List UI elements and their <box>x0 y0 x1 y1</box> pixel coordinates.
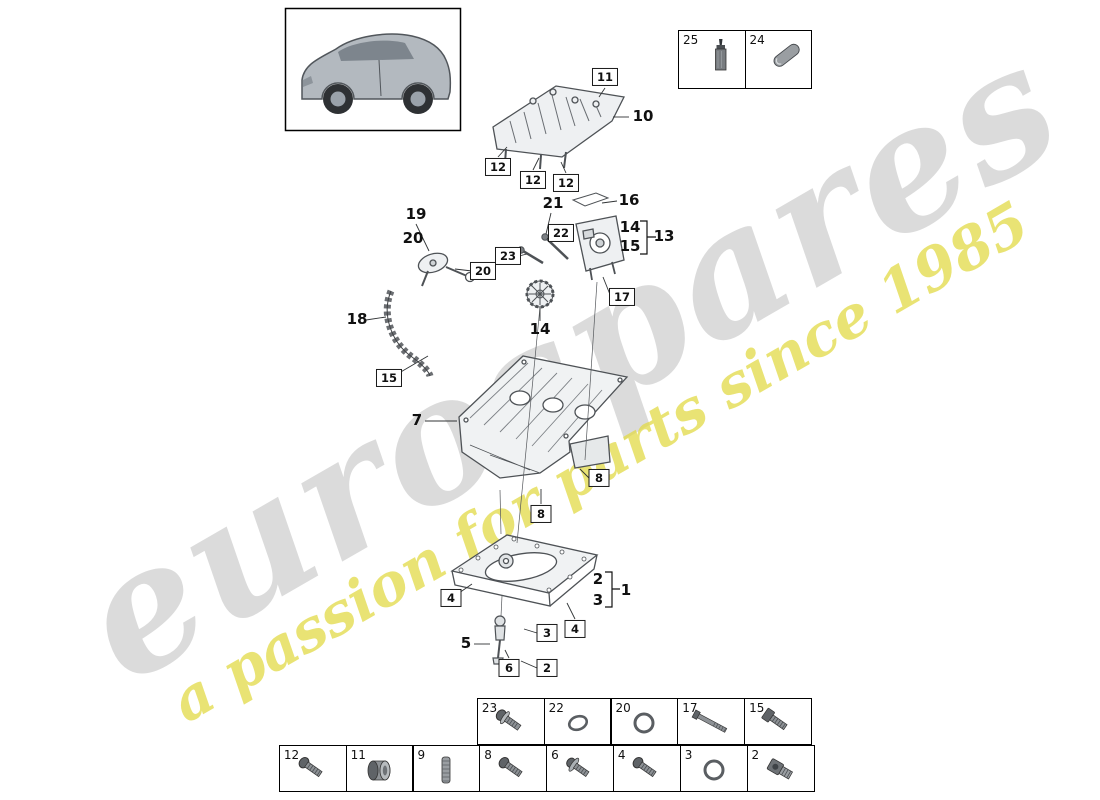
hardware-item-4[interactable]: 4 <box>612 745 681 793</box>
hardware-legend-row-2: 12 11 9 8 6 4 3 2 <box>278 745 815 793</box>
part-number: 24 <box>749 33 765 47</box>
consumable-item-24[interactable]: 24 <box>744 31 812 88</box>
screw-plug-icon <box>761 753 801 793</box>
part-number: 11 <box>350 748 366 762</box>
part-number: 4 <box>617 748 626 762</box>
part-callout-12[interactable]: 12 <box>484 157 512 177</box>
consumables-legend: 25 24 <box>678 30 812 89</box>
part-callout-22[interactable]: 22 <box>547 223 575 243</box>
part-callout-12[interactable]: 12 <box>552 173 580 193</box>
hardware-item-11[interactable]: 11 <box>345 745 414 793</box>
part-callout-4[interactable]: 4 <box>564 619 586 639</box>
part-number: 3 <box>684 748 693 762</box>
part-callout-2[interactable]: 2 <box>592 570 604 589</box>
part-callout-15[interactable]: 15 <box>619 237 641 256</box>
o-ring-icon <box>624 706 664 746</box>
part-callout-19[interactable]: 19 <box>405 205 427 224</box>
part-callout-4[interactable]: 4 <box>440 588 462 608</box>
oil-pump-housing-frame <box>492 85 625 170</box>
part-callout-18[interactable]: 18 <box>346 310 368 329</box>
hardware-item-6[interactable]: 6 <box>546 745 615 793</box>
lower-oil-pan <box>450 534 599 607</box>
part-callout-8[interactable]: 8 <box>588 468 610 488</box>
part-callout-16[interactable]: 16 <box>618 191 640 210</box>
part-callout-3[interactable]: 3 <box>536 623 558 643</box>
part-callout-3[interactable]: 3 <box>592 591 604 610</box>
part-callout-2[interactable]: 2 <box>536 658 558 678</box>
oil-pump-assembly <box>575 215 625 281</box>
part-callout-13[interactable]: 13 <box>653 227 675 246</box>
cheese-screw-icon <box>758 706 798 746</box>
part-number: 6 <box>551 748 559 762</box>
hardware-item-22[interactable]: 22 <box>543 698 612 746</box>
gasket-outline <box>571 192 610 207</box>
part-number: 23 <box>481 701 498 715</box>
part-number: 20 <box>615 701 631 715</box>
group-brackets <box>605 220 656 608</box>
consumable-item-25[interactable]: 25 <box>679 31 745 88</box>
assembly-axis-lines <box>499 281 598 617</box>
part-number: 8 <box>484 748 492 762</box>
part-callout-21[interactable]: 21 <box>542 194 564 213</box>
part-callout-20[interactable]: 20 <box>469 261 497 281</box>
hardware-item-3[interactable]: 3 <box>679 745 748 793</box>
part-number: 2 <box>751 748 760 762</box>
hardware-item-20[interactable]: 20 <box>610 698 679 746</box>
part-callout-11[interactable]: 11 <box>591 67 619 87</box>
part-callout-12[interactable]: 12 <box>519 170 547 190</box>
part-number: 17 <box>682 701 698 715</box>
hardware-item-8[interactable]: 8 <box>479 745 548 793</box>
part-callout-8[interactable]: 8 <box>530 504 552 524</box>
o-ring-small-icon <box>558 706 598 746</box>
washer-screw-icon <box>491 706 531 746</box>
part-callout-17[interactable]: 17 <box>608 287 636 307</box>
part-callout-6[interactable]: 6 <box>498 658 520 678</box>
hardware-legend-row-1: 23 22 20 17 15 <box>476 698 813 746</box>
o-ring-icon <box>694 753 734 793</box>
chain-sprocket <box>525 279 555 309</box>
grease-tube-icon <box>701 37 741 77</box>
oil-pump-pickup <box>417 252 476 287</box>
part-callout-7[interactable]: 7 <box>411 411 423 430</box>
long-bolt-icon <box>691 706 731 746</box>
hardware-item-23[interactable]: 23 <box>476 698 545 746</box>
upper-oil-pan <box>458 355 629 479</box>
pan-screw-icon <box>627 753 667 793</box>
hardware-item-12[interactable]: 12 <box>278 745 347 793</box>
part-callout-15[interactable]: 15 <box>375 368 403 388</box>
part-callout-10[interactable]: 10 <box>632 107 654 126</box>
part-number: 22 <box>548 701 564 715</box>
hardware-item-2[interactable]: 2 <box>746 745 815 793</box>
flange-screw-icon <box>560 753 600 793</box>
part-number: 25 <box>683 33 699 47</box>
part-callout-20[interactable]: 20 <box>402 229 424 248</box>
vehicle-thumbnail <box>284 7 462 132</box>
part-callout-14[interactable]: 14 <box>619 218 641 237</box>
pan-screw-icon <box>493 753 533 793</box>
part-callout-23[interactable]: 23 <box>494 246 522 266</box>
part-callout-5[interactable]: 5 <box>460 634 472 653</box>
hardware-item-9[interactable]: 9 <box>412 745 481 793</box>
pan-screw-icon <box>293 753 333 793</box>
timing-chain <box>383 289 434 378</box>
part-number: 12 <box>283 748 300 762</box>
dowel-pin-icon <box>426 753 466 793</box>
part-callout-1[interactable]: 1 <box>620 581 632 600</box>
hardware-item-15[interactable]: 15 <box>744 698 813 746</box>
bushing-icon <box>360 753 400 793</box>
part-number: 15 <box>749 701 765 715</box>
part-number: 9 <box>417 748 426 762</box>
hardware-item-17[interactable]: 17 <box>677 698 746 746</box>
sleeve-icon <box>767 37 807 77</box>
part-callout-14[interactable]: 14 <box>529 320 551 339</box>
